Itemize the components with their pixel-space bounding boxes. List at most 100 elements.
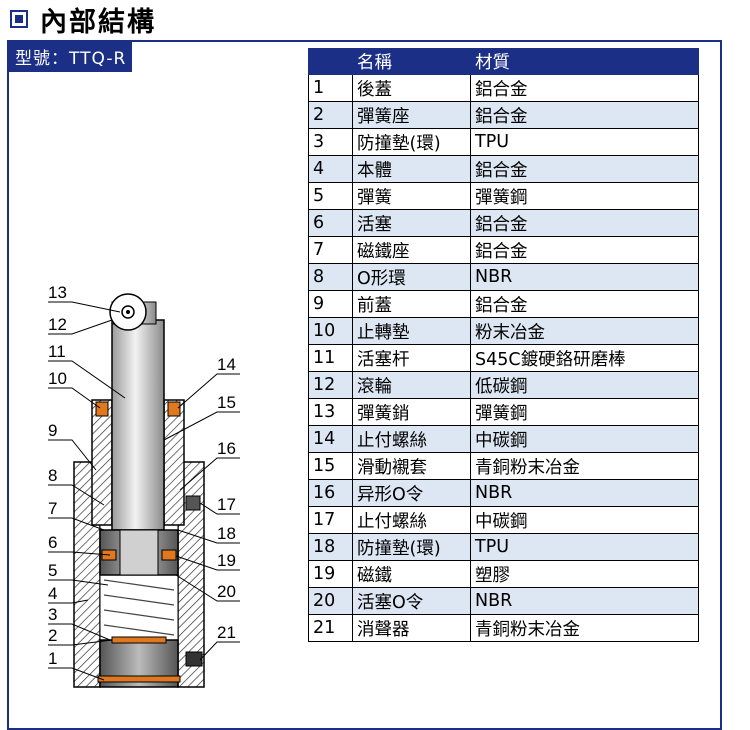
callout-3: 3 <box>48 605 57 624</box>
leader-lines <box>48 301 240 681</box>
row-material: 粉末冶金 <box>470 317 699 345</box>
callout-16: 16 <box>217 439 236 458</box>
callout-7: 7 <box>48 499 57 518</box>
row-material: 彈簧鋼 <box>470 182 699 210</box>
header-material: 材質 <box>470 48 699 75</box>
row-material: 彈簧鋼 <box>470 398 699 426</box>
callout-9: 9 <box>48 421 57 440</box>
row-material: 中碳鋼 <box>470 425 699 453</box>
callout-5: 5 <box>48 561 57 580</box>
row-no: 11 <box>308 344 353 372</box>
row-material: 鋁合金 <box>470 74 699 102</box>
row-no: 13 <box>308 398 353 426</box>
row-no: 4 <box>308 155 353 183</box>
table-header-row: 名稱 材質 <box>308 48 699 75</box>
row-no: 12 <box>308 371 353 399</box>
row-material: NBR <box>470 263 699 291</box>
piston <box>99 529 179 576</box>
page-heading: 內部結構 <box>10 2 156 38</box>
row-name: 防撞墊(環) <box>352 533 471 561</box>
silencer <box>185 651 203 667</box>
row-name: 止付螺絲 <box>352 425 471 453</box>
row-material: 青銅粉末冶金 <box>470 614 699 642</box>
row-no: 18 <box>308 533 353 561</box>
square-bullet-icon <box>10 10 28 28</box>
piston-rod <box>111 319 165 531</box>
row-material: TPU <box>470 128 699 156</box>
row-material: 鋁合金 <box>470 236 699 264</box>
row-name: 彈簧銷 <box>352 398 471 426</box>
row-material: 塑膠 <box>470 560 699 588</box>
row-material: 鋁合金 <box>470 290 699 318</box>
row-name: 活塞O令 <box>352 587 471 615</box>
row-material: 中碳鋼 <box>470 506 699 534</box>
row-material: 鋁合金 <box>470 209 699 237</box>
row-name: 前蓋 <box>352 290 471 318</box>
row-no: 8 <box>308 263 353 291</box>
callout-6: 6 <box>48 533 57 552</box>
row-material: 鋁合金 <box>470 155 699 183</box>
header-no <box>308 48 353 75</box>
row-no: 9 <box>308 290 353 318</box>
callout-15: 15 <box>217 393 236 412</box>
row-no: 7 <box>308 236 353 264</box>
callout-1: 1 <box>48 649 57 668</box>
row-name: 後蓋 <box>352 74 471 102</box>
row-name: 止付螺絲 <box>352 506 471 534</box>
row-no: 10 <box>308 317 353 345</box>
row-no: 2 <box>308 101 353 129</box>
row-name: 活塞 <box>352 209 471 237</box>
row-name: 彈簧座 <box>352 101 471 129</box>
row-material: 青銅粉末冶金 <box>470 452 699 480</box>
callout-20: 20 <box>217 582 236 601</box>
row-name: 滑動襯套 <box>352 452 471 480</box>
row-name: 本體 <box>352 155 471 183</box>
spring <box>103 579 175 636</box>
row-no: 5 <box>308 182 353 210</box>
model-label: 型號：TTQ-R <box>9 42 133 72</box>
callout-8: 8 <box>48 466 57 485</box>
row-material: 鋁合金 <box>470 101 699 129</box>
row-material: NBR <box>470 479 699 507</box>
callout-19: 19 <box>217 551 236 570</box>
row-no: 21 <box>308 614 353 642</box>
front-cover <box>91 399 185 526</box>
row-name: 止轉墊 <box>352 317 471 345</box>
rear-cover <box>97 636 181 688</box>
row-no: 3 <box>308 128 353 156</box>
row-no: 6 <box>308 209 353 237</box>
callout-18: 18 <box>217 524 236 543</box>
callout-4: 4 <box>48 584 57 603</box>
row-name: 彈簧 <box>352 182 471 210</box>
header-name: 名稱 <box>352 48 471 75</box>
row-no: 14 <box>308 425 353 453</box>
row-material: S45C鍍硬鉻研磨棒 <box>470 344 699 372</box>
row-material: NBR <box>470 587 699 615</box>
callout-10: 10 <box>48 369 67 388</box>
row-no: 17 <box>308 506 353 534</box>
row-material: TPU <box>470 533 699 561</box>
row-no: 19 <box>308 560 353 588</box>
row-material: 低碳鋼 <box>470 371 699 399</box>
set-screw <box>185 495 201 511</box>
row-name: 磁鐵 <box>352 560 471 588</box>
